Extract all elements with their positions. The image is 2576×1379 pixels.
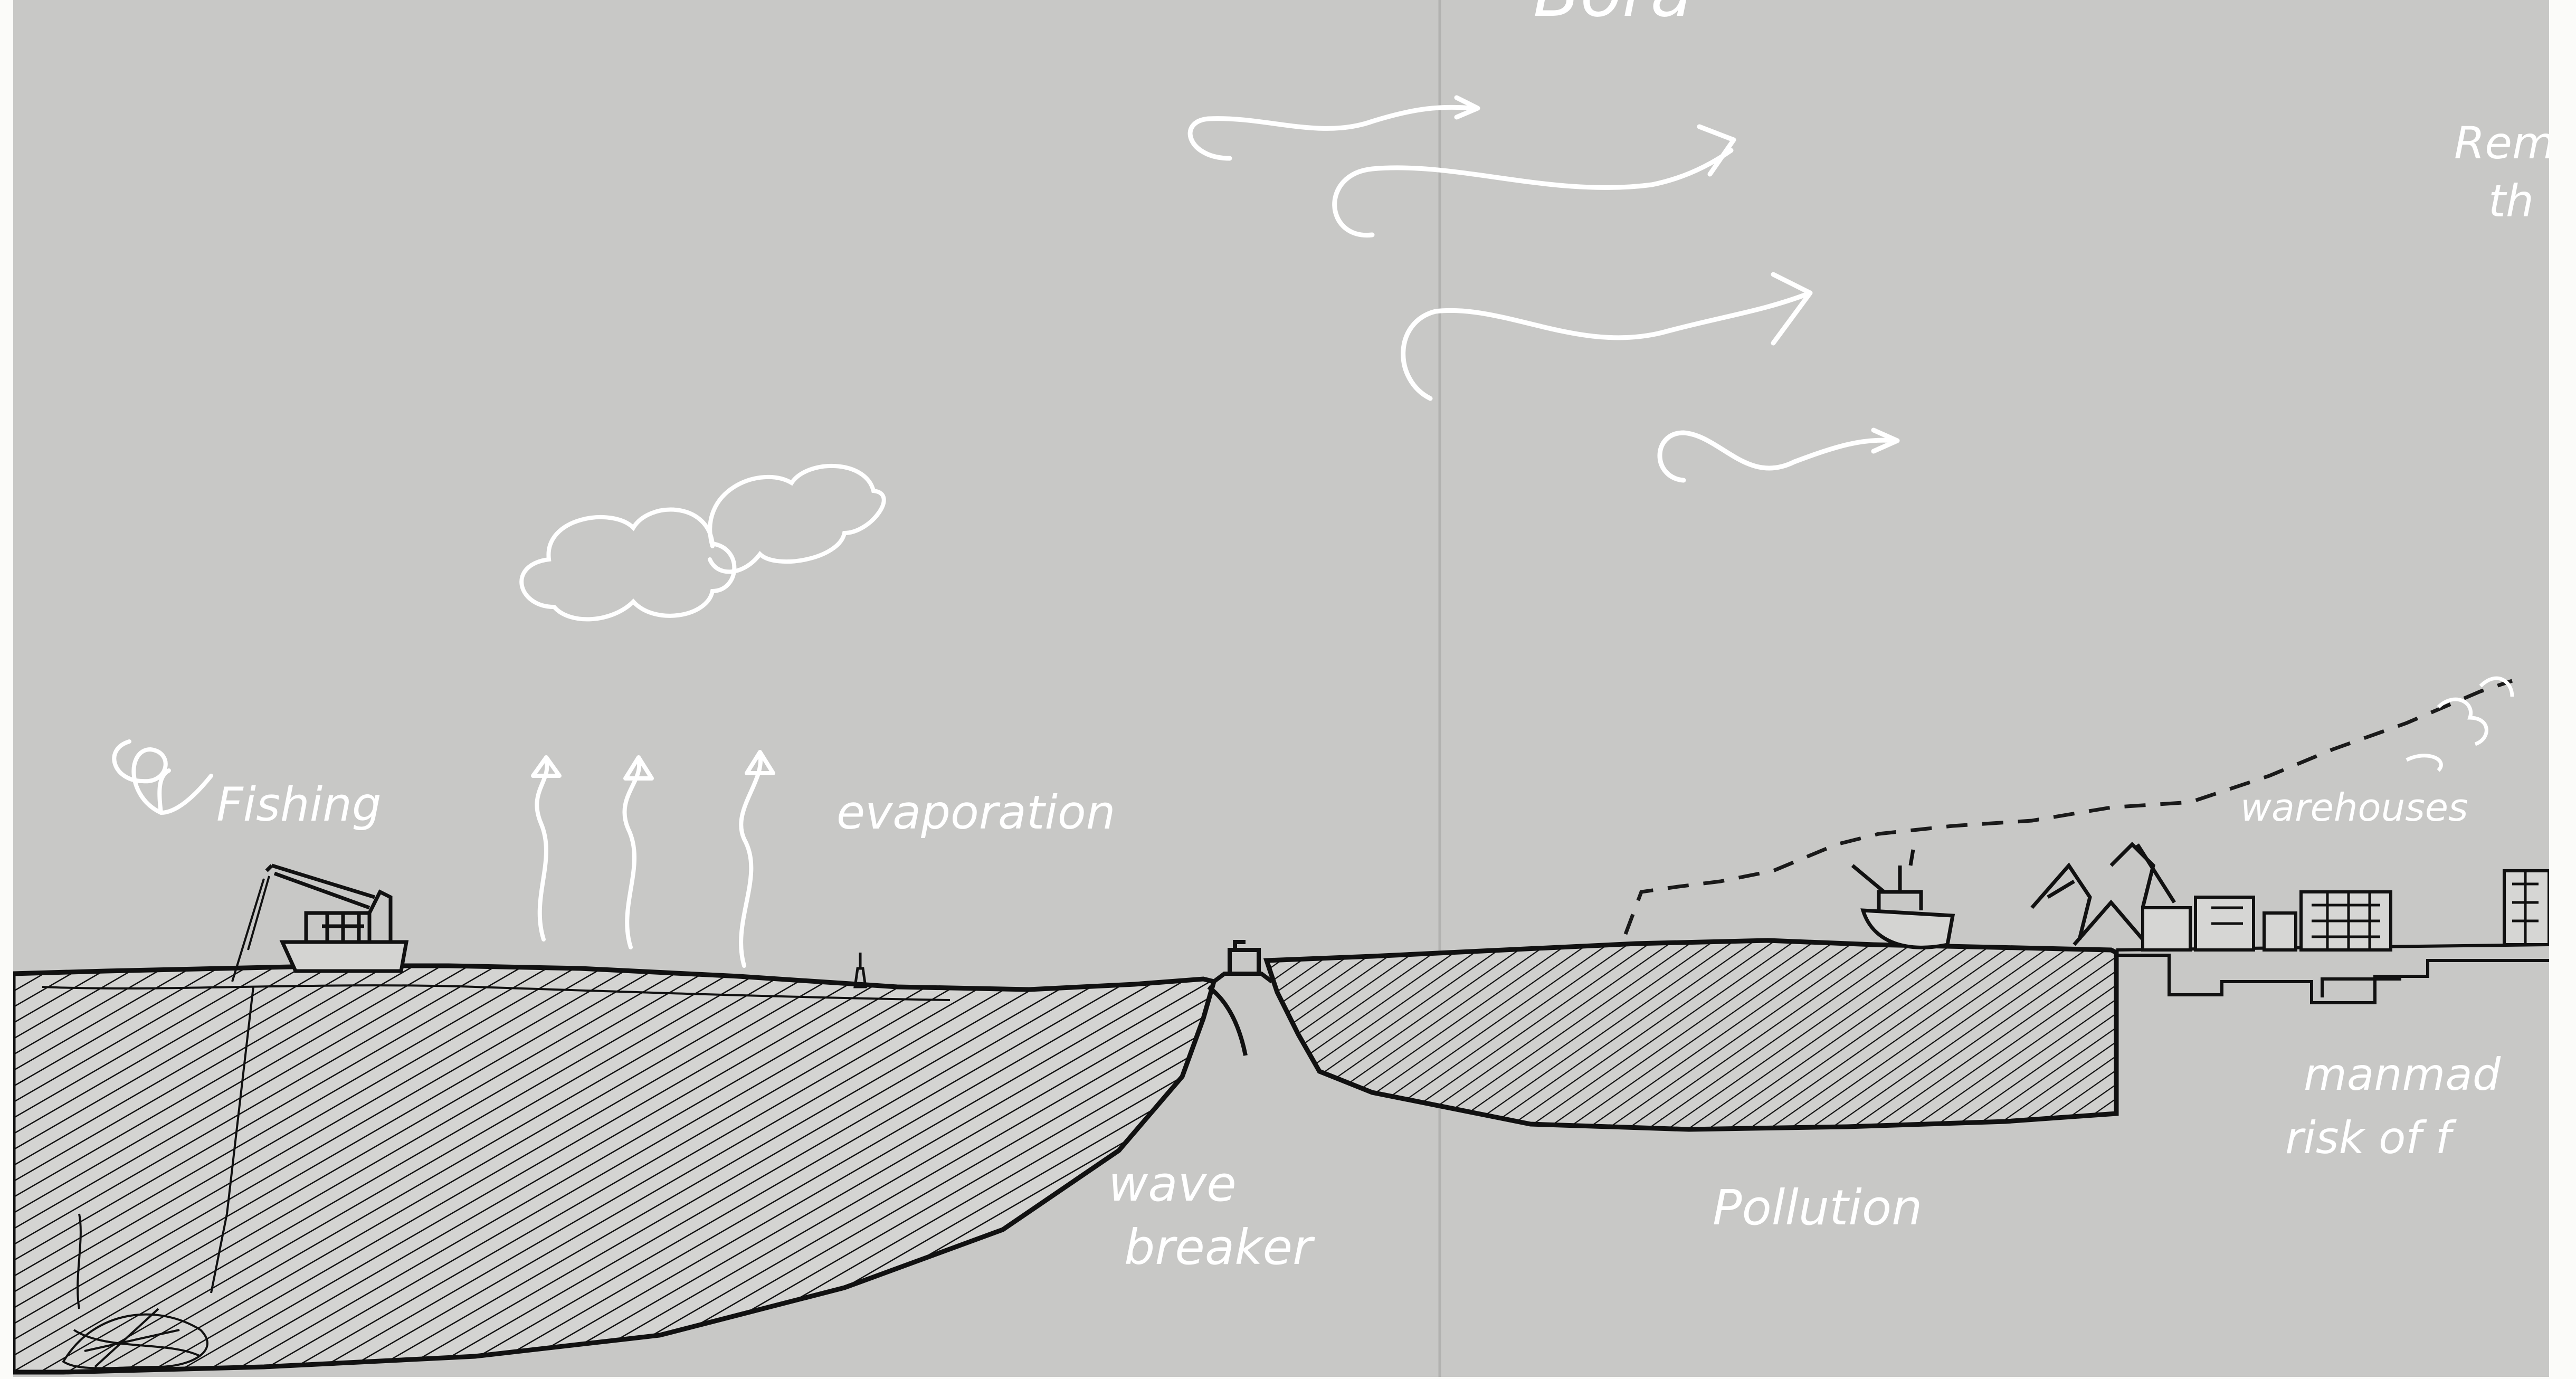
page-margin-left <box>0 0 13 1377</box>
label-manmade-line2: risk of f <box>2285 1112 2457 1164</box>
label-right-top-line1: Rem <box>2454 117 2555 169</box>
label-manmade-line1: manmad <box>2304 1049 2501 1100</box>
label-fishing: Fishing <box>216 777 382 832</box>
label-warehouses: warehouses <box>2240 785 2468 830</box>
label-wave-line1: wave <box>1108 1156 1237 1212</box>
label-pollution: Pollution <box>1713 1180 1922 1236</box>
label-wave-line2: breaker <box>1124 1219 1315 1276</box>
label-bora: Bora <box>1533 0 1693 32</box>
label-evaporation: evaporation <box>837 785 1116 840</box>
label-right-top-line2: th <box>2488 175 2534 227</box>
page-margin-right <box>2549 0 2576 1377</box>
